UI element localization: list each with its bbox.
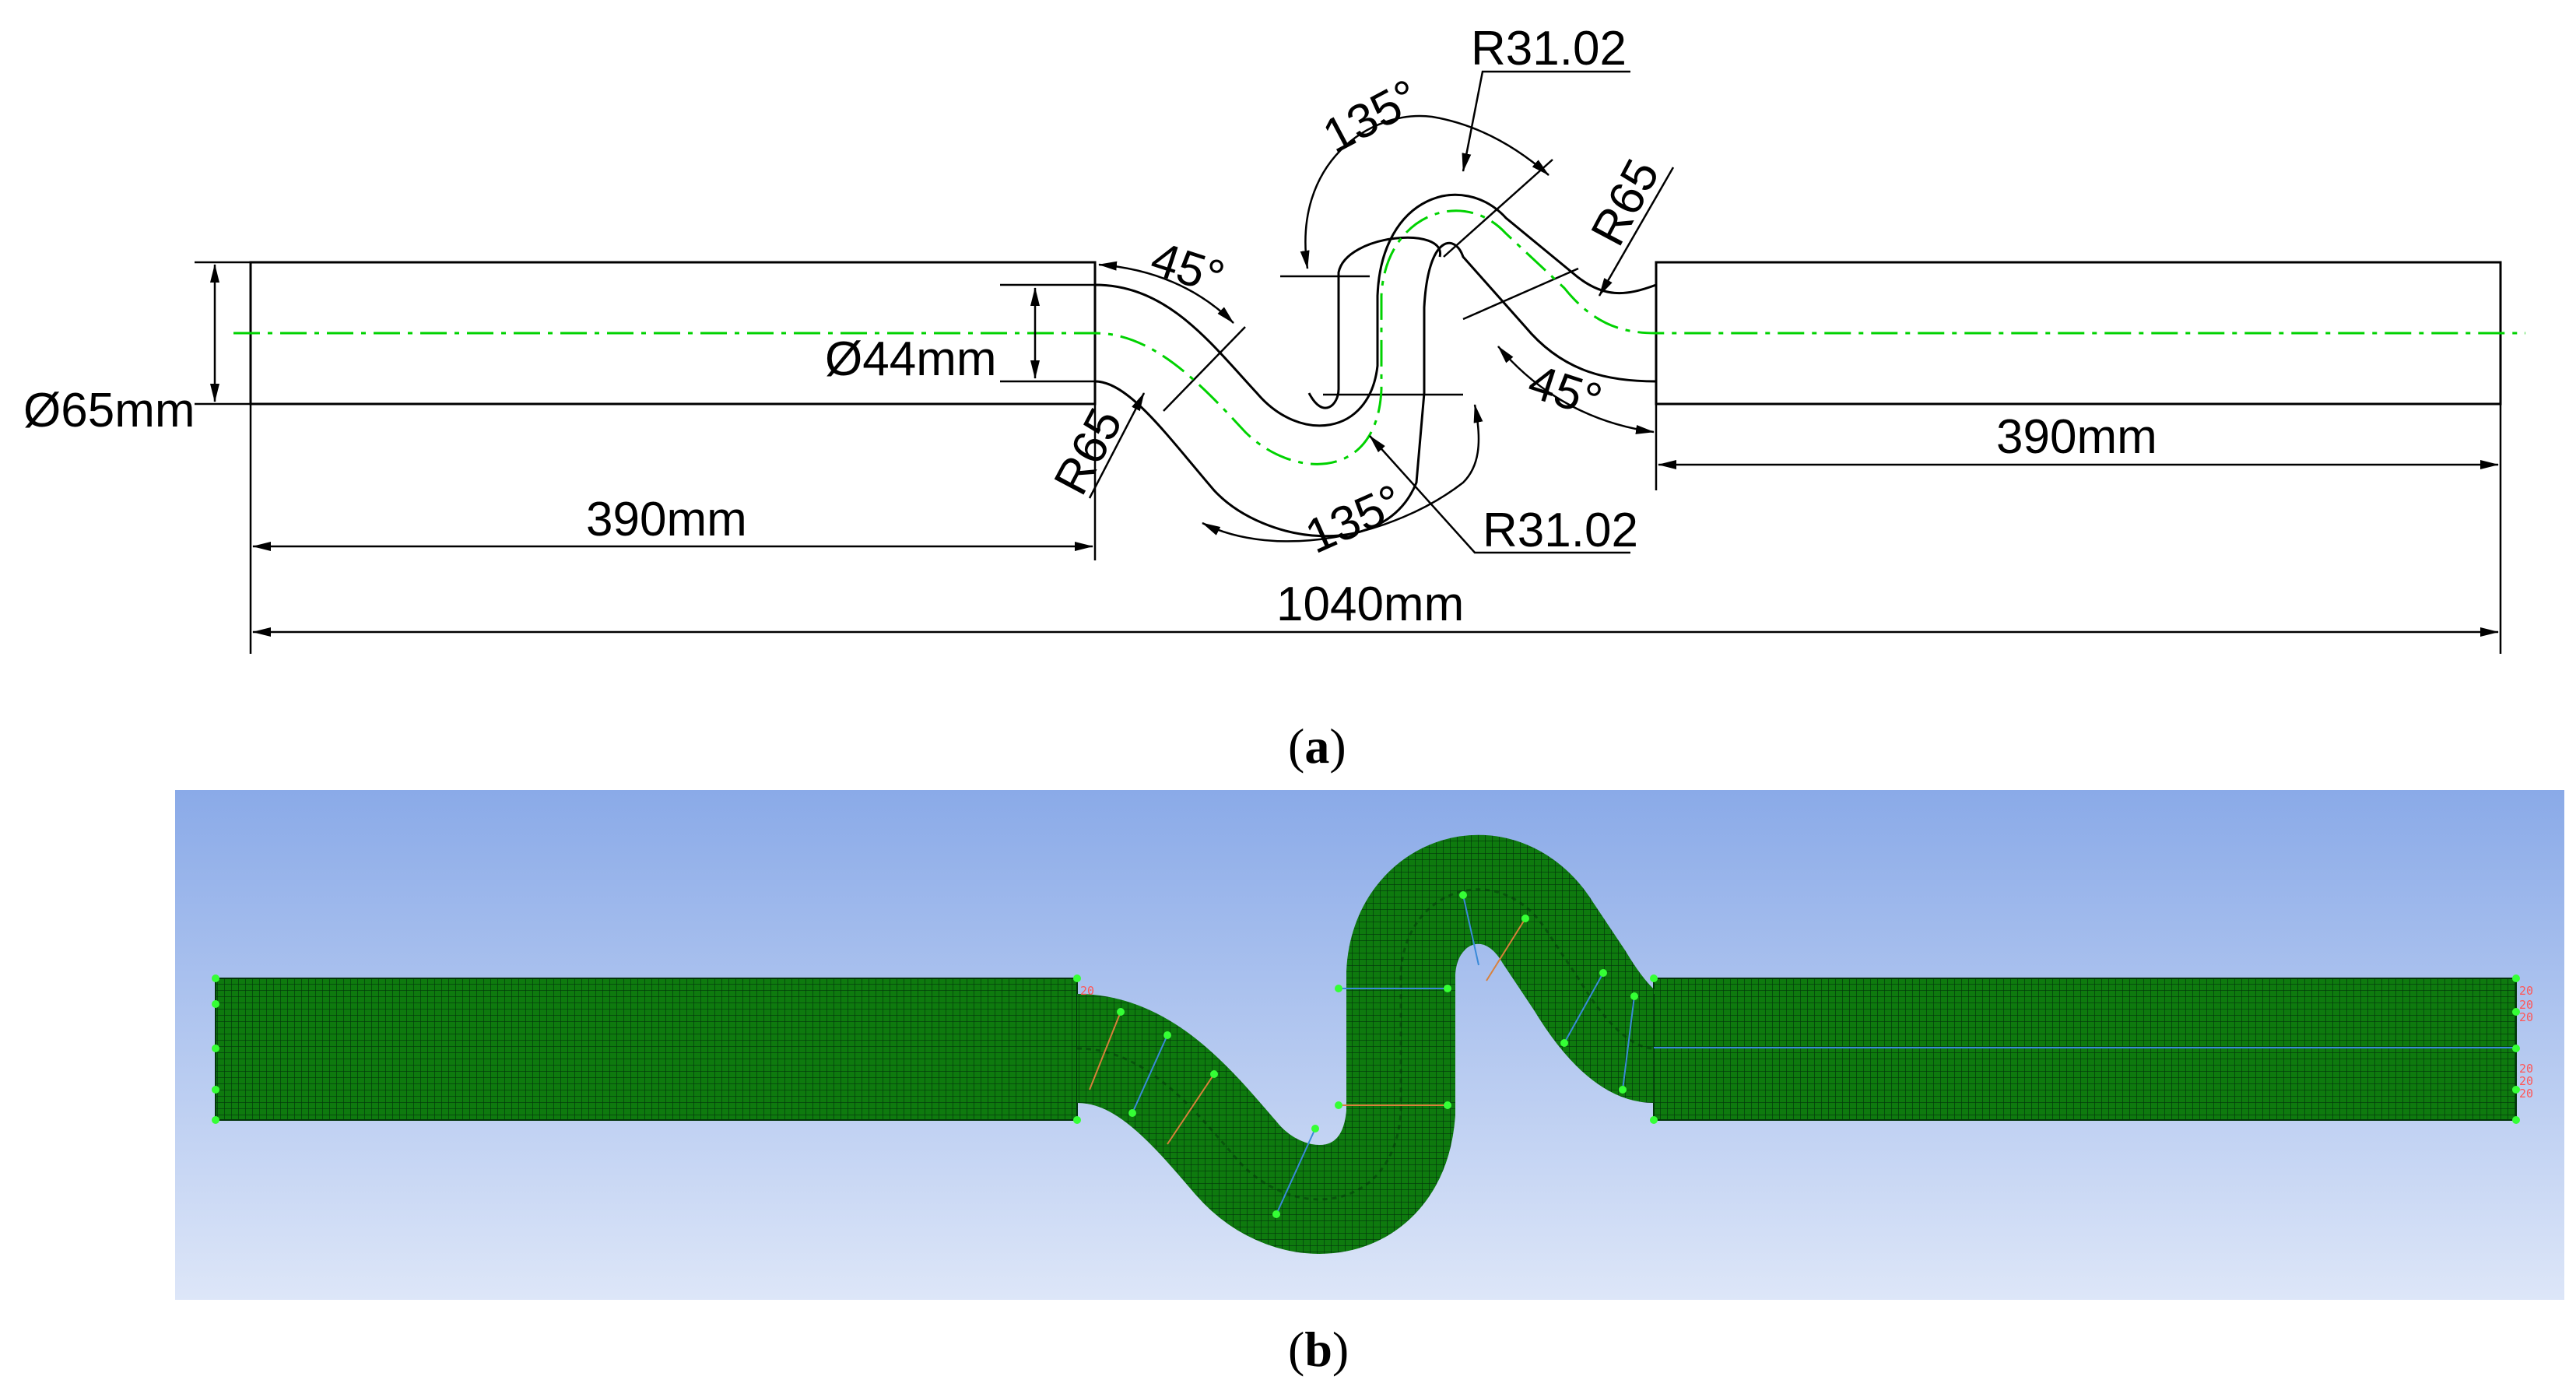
block-edge	[1486, 918, 1526, 981]
outer-diameter-label: Ø65mm	[23, 384, 195, 437]
radius-large-right-label: R65	[1581, 151, 1669, 255]
mesh-node	[212, 974, 219, 982]
section-line	[1462, 267, 1579, 321]
mesh-node	[1073, 974, 1081, 982]
mesh-node	[1128, 1109, 1136, 1117]
radius-small-top-label: R31.02	[1471, 22, 1627, 75]
radius-right-leader	[1598, 167, 1675, 297]
mesh-node	[1444, 1101, 1451, 1109]
radius-left-arrow	[1088, 392, 1146, 499]
block-edge	[1563, 972, 1604, 1044]
arc-angle-bottom-arrow	[1202, 404, 1483, 543]
arc-angle-bottom-label: 135°	[1298, 475, 1411, 564]
arc-angle-top-label: 135°	[1314, 69, 1428, 163]
radius-top-leader	[1462, 70, 1630, 172]
mesh-node	[1335, 985, 1342, 992]
mesh-tag: 20	[2519, 998, 2533, 1012]
mesh-node	[1599, 969, 1607, 977]
mesh-node	[2512, 1045, 2520, 1052]
mesh-tag: 20	[2519, 984, 2533, 998]
mesh-tag: 20	[2519, 1062, 2533, 1076]
s-bend-outer-wall	[1094, 193, 1657, 427]
block-edge	[1132, 1034, 1168, 1114]
mesh-node	[2512, 1116, 2520, 1124]
mesh-tag: 20	[2519, 1010, 2533, 1024]
mesh-node	[2512, 1086, 2520, 1094]
mesh-node	[212, 1000, 219, 1008]
caption-a-letter: a	[1304, 718, 1329, 774]
arc-angle-top-arrow	[1300, 114, 1549, 269]
right-length-label: 390mm	[1996, 410, 2157, 464]
radius-small-bottom-label: R31.02	[1483, 504, 1638, 557]
caption-b: (b)	[1288, 1322, 1349, 1377]
bend-angle-left-label: 45°	[1145, 232, 1230, 306]
block-edge	[1622, 995, 1635, 1090]
block-edge	[1462, 894, 1479, 966]
mesh-node	[1311, 1125, 1319, 1132]
mesh-tag: 20	[1080, 984, 1094, 998]
mesh-node	[1117, 1008, 1125, 1016]
mesh-node	[2512, 1008, 2520, 1016]
radius-large-left-label: R65	[1044, 400, 1132, 504]
left-mesh-pipe	[215, 978, 1078, 1121]
mesh-node	[1444, 985, 1451, 992]
mesh-node	[1163, 1031, 1171, 1039]
mesh-node	[1619, 1086, 1627, 1094]
right-mesh-pipe	[1653, 978, 2517, 1121]
mesh-node	[212, 1116, 219, 1124]
s-bend-mesh-outline	[1076, 888, 1655, 1201]
block-edge	[1167, 1073, 1215, 1145]
mesh-node	[1650, 1116, 1658, 1124]
bend-angle-right-arrow	[1497, 346, 1655, 434]
pipe-centerline	[233, 209, 2525, 465]
total-length-label: 1040mm	[1276, 578, 1464, 631]
panel-b-mesh: 20 20 20 20 20 20 20 (b)	[175, 790, 2564, 1377]
mesh-tag: 20	[2519, 1087, 2533, 1101]
mesh-node	[1459, 891, 1467, 899]
mesh-node	[1210, 1070, 1218, 1078]
caption-b-letter: b	[1304, 1322, 1332, 1377]
left-pipe-nodes	[212, 974, 1081, 1124]
mesh-node	[1335, 1101, 1342, 1109]
mesh-node	[212, 1045, 219, 1052]
caption-a: (a)	[1288, 718, 1346, 774]
mesh-node	[1650, 974, 1658, 982]
inner-diameter-label: Ø44mm	[825, 332, 996, 386]
left-length-label: 390mm	[586, 493, 747, 546]
mesh-node	[1073, 1116, 1081, 1124]
mesh-node	[1630, 992, 1638, 1000]
mesh-node	[212, 1086, 219, 1094]
block-edges	[1089, 894, 1635, 1215]
mesh-node	[1560, 1039, 1568, 1047]
mesh-node	[1521, 915, 1529, 922]
mesh-node	[2512, 974, 2520, 982]
block-edge	[1089, 1011, 1121, 1090]
mesh-tag: 20	[2519, 1074, 2533, 1088]
radius-bottom-leader	[1369, 435, 1630, 554]
bend-angle-left-arrow	[1098, 261, 1234, 324]
mesh-node	[1272, 1210, 1280, 1218]
bend-nodes	[1117, 891, 1638, 1218]
panel-a-drawing: Ø65mm Ø44mm 390mm 390mm 1040mm 45° 45° 1…	[23, 22, 2525, 774]
block-edge	[1276, 1128, 1316, 1215]
section-line	[1163, 326, 1246, 412]
right-pipe-nodes	[1650, 974, 2520, 1124]
